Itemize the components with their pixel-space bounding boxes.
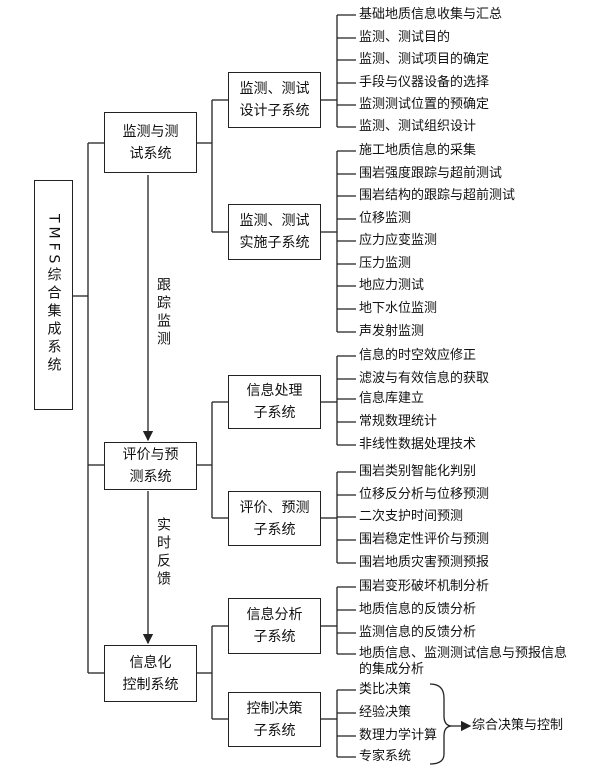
- leaf-item: 非线性数据处理技术: [359, 437, 477, 452]
- system-label-monitoring: 监测与测 试系统: [122, 123, 179, 162]
- subsystem-box-information-processing: 信息处理 子系统: [228, 375, 321, 429]
- subsystem-label: 控制决策 子系统: [246, 700, 303, 739]
- leaf-item: 类比决策: [359, 682, 412, 697]
- subsystem-box-monitoring-design: 监测、测试 设计子系统: [228, 72, 321, 128]
- system-box-control: 信息化 控制系统: [104, 645, 197, 702]
- subsystem-box-information-analysis: 信息分析 子系统: [228, 598, 321, 654]
- leaf-item: 监测信息的反馈分析: [359, 625, 477, 640]
- leaf-item: 地下水位监测: [359, 301, 438, 316]
- leaf-item: 监测测试位置的预确定: [359, 97, 490, 112]
- result-label: 综合决策与控制: [472, 718, 564, 733]
- subsystem-label: 监测、测试 设计子系统: [239, 81, 310, 119]
- leaf-item: 滤波与有效信息的获取: [359, 371, 490, 386]
- leaf-item: 二次支护时间预测: [359, 509, 464, 524]
- leaf-item: 位移监测: [359, 211, 412, 226]
- subsystem-label: 监测、测试 实施子系统: [239, 213, 310, 251]
- leaf-item: 监测、测试组织设计: [359, 119, 477, 134]
- subsystem-box-monitoring-implementation: 监测、测试 实施子系统: [228, 204, 321, 260]
- leaf-item: 压力监测: [359, 256, 412, 271]
- subsystem-label: 信息处理 子系统: [246, 383, 303, 421]
- subsystem-box-evaluation-prediction: 评价、预测 子系统: [228, 491, 321, 546]
- leaf-item: 经验决策: [359, 705, 412, 720]
- flow-label-feedback: 实时反馈: [151, 515, 175, 591]
- leaf-item: 围岩强度跟踪与超前测试: [359, 166, 503, 181]
- subsystem-label: 信息分析 子系统: [246, 607, 303, 645]
- leaf-item: 地质信息的反馈分析: [359, 602, 477, 617]
- system-label-control: 信息化 控制系统: [122, 654, 179, 693]
- leaf-item: 围岩结构的跟踪与超前测试: [359, 188, 516, 203]
- leaf-item: 专家系统: [359, 749, 412, 764]
- leaf-item: 监测、测试目的: [359, 30, 451, 45]
- leaf-item: 围岩稳定性评价与预测: [359, 532, 490, 547]
- system-box-monitoring: 监测与测 试系统: [104, 112, 197, 173]
- leaf-item: 地应力测试: [359, 278, 425, 293]
- leaf-item: 围岩变形破坏机制分析: [359, 579, 490, 594]
- leaf-item: 监测、测试项目的确定: [359, 52, 490, 67]
- leaf-item: 信息库建立: [359, 391, 425, 406]
- root-system-label: TMFS综合集成系统: [45, 214, 62, 376]
- leaf-item: 围岩地质灾害预测预报: [359, 555, 490, 570]
- subsystem-box-control-decision: 控制决策 子系统: [228, 692, 321, 747]
- leaf-item: 施工地质信息的采集: [359, 143, 477, 158]
- leaf-item: 手段与仪器设备的选择: [359, 75, 490, 90]
- leaf-item: 基础地质信息收集与汇总: [359, 7, 503, 22]
- leaf-item: 常规数理统计: [359, 414, 438, 429]
- leaf-item: 应力应变监测: [359, 233, 438, 248]
- flow-label-tracking: 跟踪监测: [151, 275, 175, 351]
- root-system-box: TMFS综合集成系统: [34, 180, 73, 410]
- leaf-item: 数理力学计算: [359, 728, 438, 743]
- leaf-item: 信息的时空效应修正: [359, 348, 477, 363]
- leaf-item: 位移反分析与位移预测: [359, 487, 490, 502]
- leaf-item: 声发射监测: [359, 324, 425, 339]
- leaf-item: 围岩类别智能化判别: [359, 464, 477, 479]
- leaf-item: 地质信息、监测测试信息与预报信息 的集成分析: [359, 646, 568, 677]
- system-label-evaluation: 评价与预 测系统: [122, 447, 179, 485]
- subsystem-label: 评价、预测 子系统: [239, 499, 310, 538]
- system-box-evaluation: 评价与预 测系统: [104, 442, 197, 490]
